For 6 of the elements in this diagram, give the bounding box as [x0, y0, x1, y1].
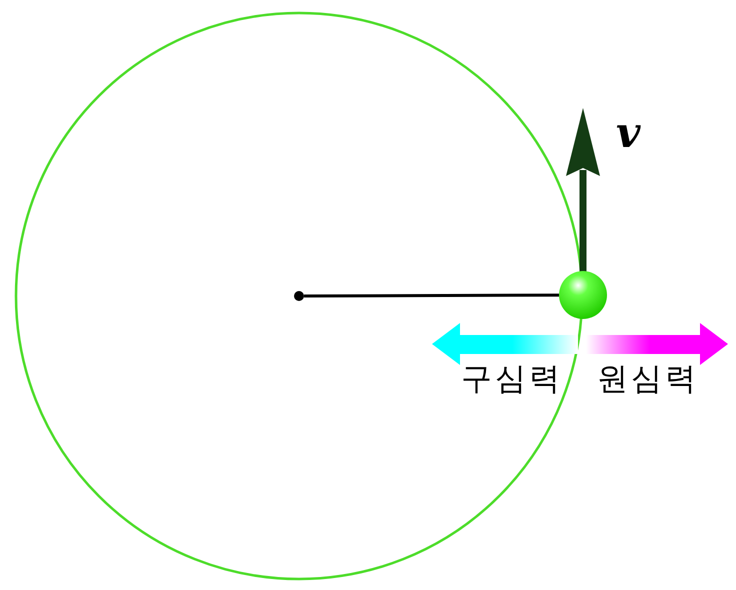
force-label: 구심력 [461, 364, 563, 395]
ball [559, 271, 607, 319]
velocity-label: v [616, 112, 640, 154]
radius-line [304, 294, 559, 298]
center-dot [294, 291, 304, 301]
force-label: 원심력 [597, 364, 699, 395]
